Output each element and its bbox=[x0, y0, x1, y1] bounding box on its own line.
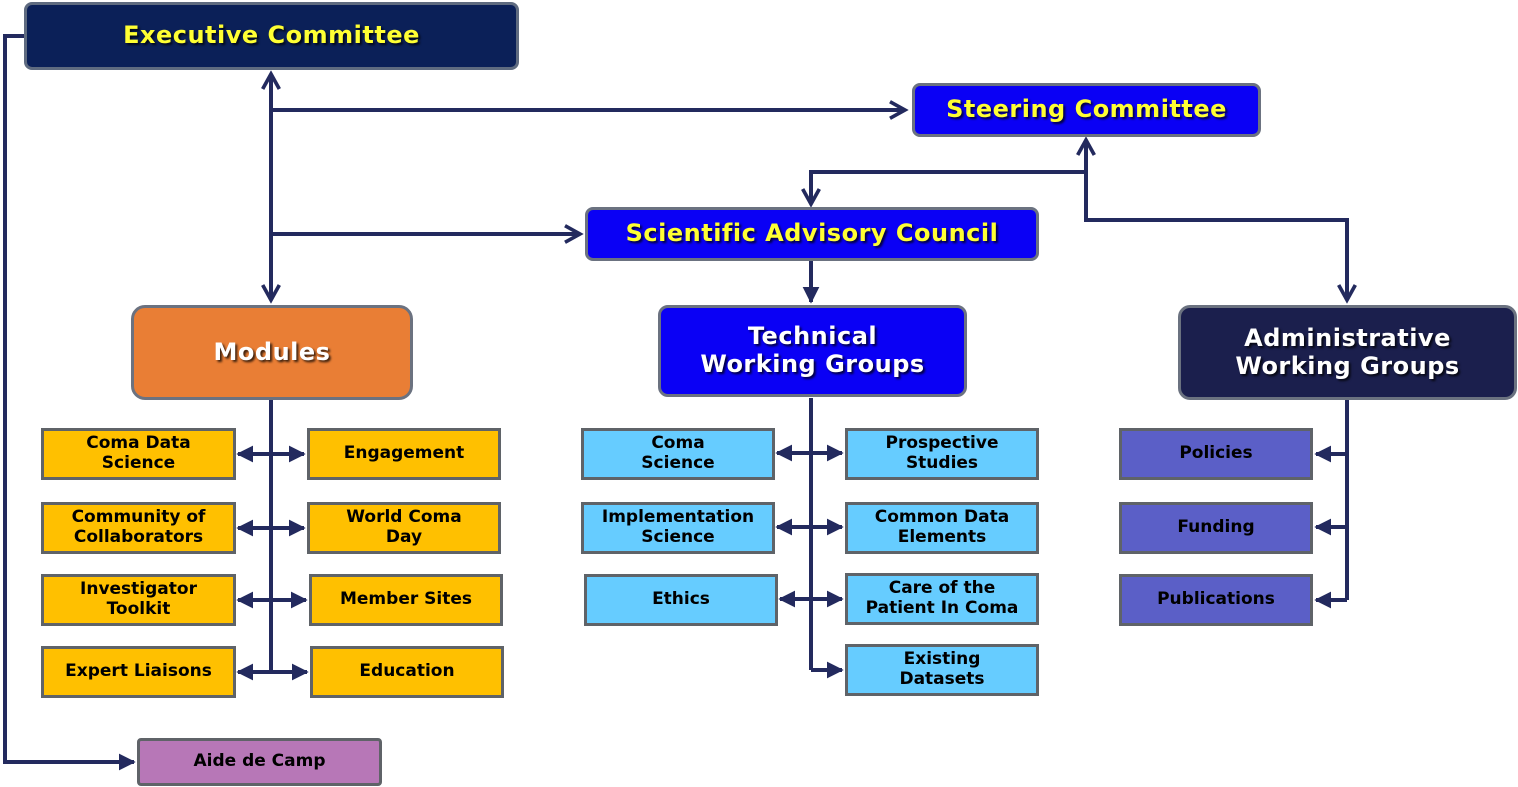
module-community-of-collaborators: Community of Collaborators bbox=[41, 502, 236, 554]
administrative-header-line-1: Administrative bbox=[1244, 323, 1451, 352]
admin-funding: Funding bbox=[1119, 502, 1313, 554]
admin-policies: Policies bbox=[1119, 428, 1313, 480]
item-line: Science bbox=[641, 527, 715, 547]
modules-header-label: Modules bbox=[213, 337, 331, 366]
technical-coma-science: Coma Science bbox=[581, 428, 775, 480]
module-member-sites: Member Sites bbox=[309, 574, 503, 626]
administrative-working-groups-header: Administrative Working Groups bbox=[1178, 305, 1517, 400]
steering-links bbox=[1086, 140, 1347, 300]
technical-prospective-studies: Prospective Studies bbox=[845, 428, 1039, 480]
module-education: Education bbox=[310, 646, 504, 698]
item-line: Datasets bbox=[899, 669, 985, 689]
administrative-header-line-2: Working Groups bbox=[1235, 351, 1460, 380]
steering-committee-label: Steering Committee bbox=[946, 95, 1227, 124]
module-world-coma-day: World Coma Day bbox=[307, 502, 501, 554]
technical-header-line-1: Technical bbox=[747, 322, 878, 351]
item-line: Care of the bbox=[888, 578, 996, 599]
item-line: Implementation bbox=[601, 507, 755, 528]
scientific-advisory-council: Scientific Advisory Council bbox=[585, 207, 1039, 261]
item-line: Studies bbox=[905, 453, 979, 473]
scientific-advisory-council-label: Scientific Advisory Council bbox=[625, 219, 999, 248]
item-line: Coma bbox=[651, 433, 705, 454]
item-line: Community of bbox=[71, 507, 206, 528]
item-line: Engagement bbox=[343, 443, 465, 464]
module-coma-data-science: Coma Data Science bbox=[41, 428, 236, 480]
item-line: Investigator bbox=[80, 579, 197, 600]
item-line: Science bbox=[101, 453, 176, 473]
module-expert-liaisons: Expert Liaisons bbox=[41, 646, 236, 698]
item-line: Education bbox=[359, 661, 455, 682]
item-line: World Coma bbox=[346, 507, 462, 528]
modules-header: Modules bbox=[131, 305, 413, 400]
technical-existing-datasets: Existing Datasets bbox=[845, 644, 1039, 696]
technical-care-of-the-patient-in-coma: Care of the Patient In Coma bbox=[845, 573, 1039, 625]
item-line: Member Sites bbox=[339, 589, 472, 610]
executive-committee-label: Executive Committee bbox=[123, 21, 420, 50]
item-line: Prospective bbox=[885, 433, 999, 454]
item-line: Ethics bbox=[652, 589, 710, 610]
technical-working-groups-header: Technical Working Groups bbox=[658, 305, 967, 397]
item-line: Elements bbox=[897, 527, 987, 547]
item-line: Publications bbox=[1157, 589, 1275, 610]
item-line: Collaborators bbox=[73, 527, 204, 547]
item-line: Common Data bbox=[874, 507, 1010, 528]
item-line: Coma Data bbox=[86, 433, 191, 454]
item-line: Day bbox=[385, 527, 423, 547]
module-investigator-toolkit: Investigator Toolkit bbox=[41, 574, 236, 626]
steering-committee: Steering Committee bbox=[912, 83, 1261, 137]
item-line: Funding bbox=[1177, 517, 1255, 538]
item-line: Expert Liaisons bbox=[65, 661, 212, 682]
item-line: Policies bbox=[1179, 443, 1253, 464]
item-line: Toolkit bbox=[106, 599, 171, 619]
technical-header-line-2: Working Groups bbox=[700, 350, 925, 378]
module-engagement: Engagement bbox=[307, 428, 501, 480]
technical-common-data-elements: Common Data Elements bbox=[845, 502, 1039, 554]
item-line: Science bbox=[641, 453, 715, 473]
technical-ethics: Ethics bbox=[584, 574, 778, 626]
item-line: Existing bbox=[903, 649, 981, 670]
admin-publications: Publications bbox=[1119, 574, 1313, 626]
aide-de-camp: Aide de Camp bbox=[137, 738, 382, 786]
executive-committee: Executive Committee bbox=[24, 2, 519, 70]
item-line: Patient In Coma bbox=[865, 598, 1019, 618]
aide-line bbox=[3, 34, 136, 771]
technical-implementation-science: Implementation Science bbox=[581, 502, 775, 554]
aide-de-camp-label: Aide de Camp bbox=[193, 751, 326, 772]
